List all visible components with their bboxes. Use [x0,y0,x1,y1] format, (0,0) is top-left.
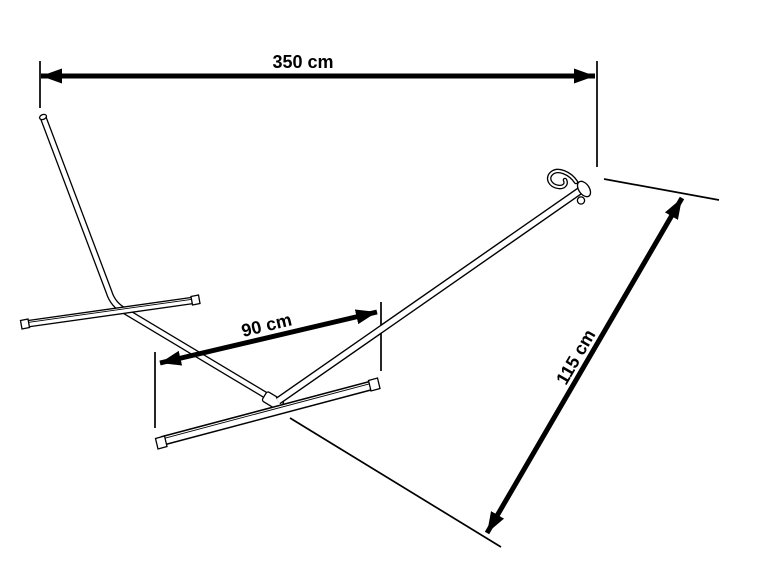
left-pole-tip-cap [38,113,48,121]
bottom-foot-endcap-left [154,435,168,450]
dimension-label-350: 350 cm [272,52,333,72]
stand-right-pole [275,168,592,405]
extension-line-115-top [603,178,720,201]
dimension-90: 90 cm [159,309,378,366]
bottom-foot-endcap-right [367,377,381,392]
stand-left-foot [19,294,201,330]
extension-lines [39,61,720,548]
extension-line-115-bottom [289,417,502,548]
dimension-350: 350 cm [41,52,595,84]
stand-bottom-foot [154,377,381,450]
hammock-stand [19,113,592,450]
dimension-115: 115 cm [484,196,685,535]
left-foot-endcap-right [190,294,201,306]
hammock-hook-icon [546,168,579,190]
left-foot-endcap-left [19,318,31,330]
dimension-arrow-90 [159,309,378,366]
pole-pin-knob [576,196,586,205]
dimension-arrow-115 [484,196,685,535]
right-pole-end-cap [576,180,592,198]
